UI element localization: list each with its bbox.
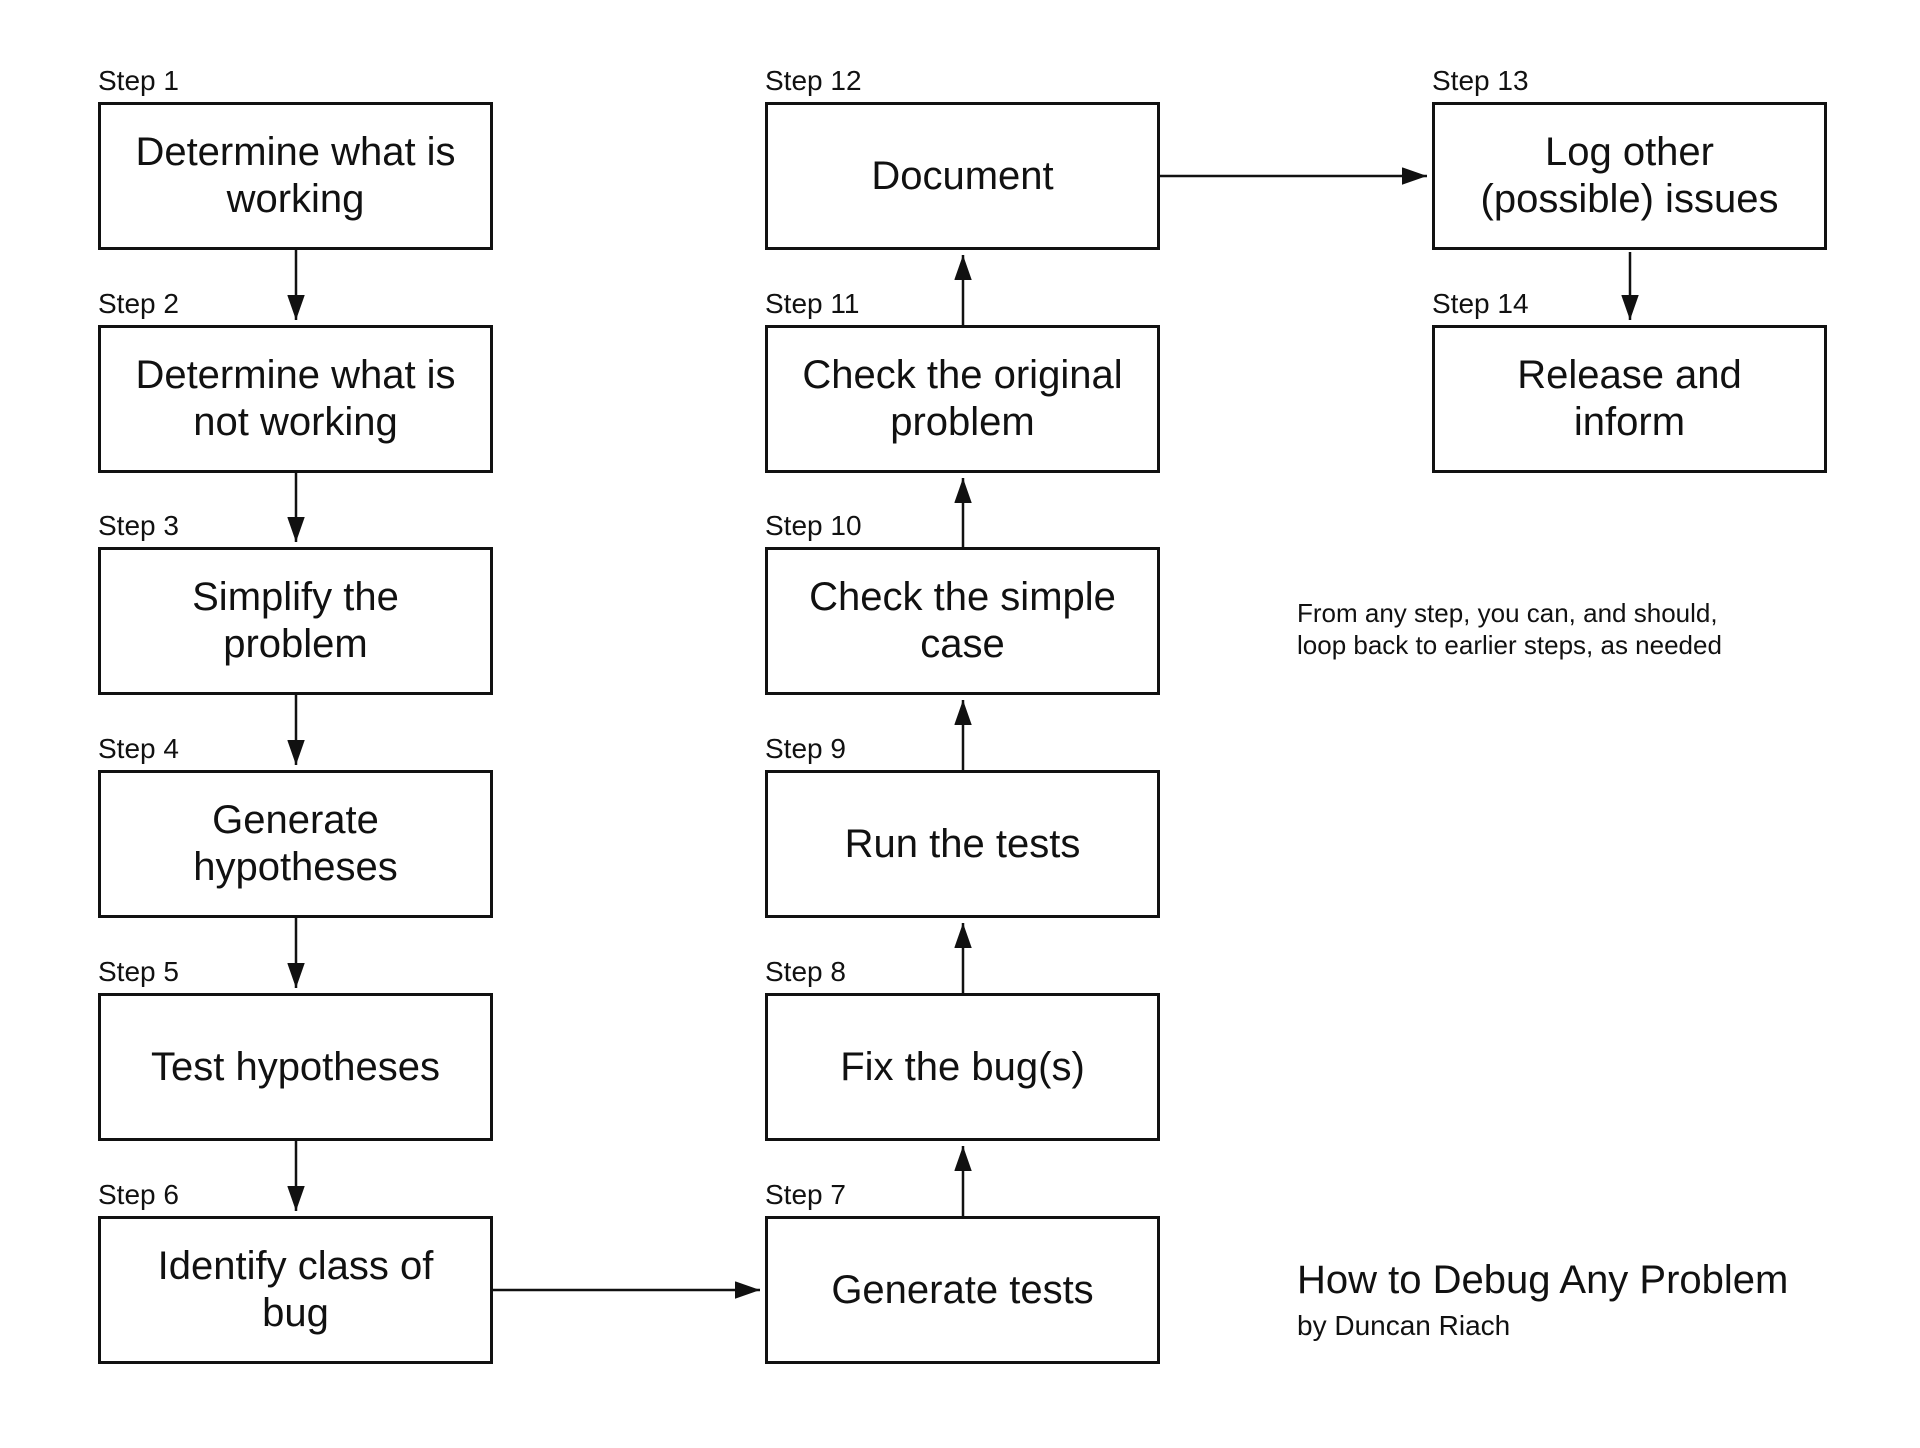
loop-back-note: From any step, you can, and should, loop… <box>1297 598 1722 660</box>
diagram-byline: by Duncan Riach <box>1297 1310 1511 1341</box>
step-12: Step 12 Document <box>765 66 1160 250</box>
step-10-label: Step 10 <box>765 510 862 541</box>
step-9-box: Run the tests <box>765 770 1160 918</box>
step-10-box: Check the simple case <box>765 547 1160 695</box>
step-3-label: Step 3 <box>98 510 179 541</box>
step-2-label: Step 2 <box>98 288 179 319</box>
step-2: Step 2 Determine what is not working <box>98 289 493 473</box>
step-14: Step 14 Release and inform <box>1432 289 1827 473</box>
step-1-box: Determine what is working <box>98 102 493 250</box>
step-11-label: Step 11 <box>765 288 860 319</box>
step-7: Step 7 Generate tests <box>765 1180 1160 1364</box>
step-12-box: Document <box>765 102 1160 250</box>
step-1: Step 1 Determine what is working <box>98 66 493 250</box>
step-8-label: Step 8 <box>765 956 846 987</box>
step-5-box: Test hypotheses <box>98 993 493 1141</box>
step-3-box: Simplify the problem <box>98 547 493 695</box>
step-6-label: Step 6 <box>98 1179 179 1210</box>
step-7-box: Generate tests <box>765 1216 1160 1364</box>
step-4-box: Generate hypotheses <box>98 770 493 918</box>
diagram-title: How to Debug Any Problem <box>1297 1258 1789 1302</box>
step-8: Step 8 Fix the bug(s) <box>765 957 1160 1141</box>
step-2-box: Determine what is not working <box>98 325 493 473</box>
step-9: Step 9 Run the tests <box>765 734 1160 918</box>
step-8-box: Fix the bug(s) <box>765 993 1160 1141</box>
step-4: Step 4 Generate hypotheses <box>98 734 493 918</box>
step-1-label: Step 1 <box>98 65 179 96</box>
title-block: How to Debug Any Problem by Duncan Riach <box>1297 1257 1788 1343</box>
step-10: Step 10 Check the simple case <box>765 511 1160 695</box>
step-14-box: Release and inform <box>1432 325 1827 473</box>
step-3: Step 3 Simplify the problem <box>98 511 493 695</box>
step-9-label: Step 9 <box>765 733 846 764</box>
step-12-label: Step 12 <box>765 65 862 96</box>
step-6: Step 6 Identify class of bug <box>98 1180 493 1364</box>
step-13-box: Log other (possible) issues <box>1432 102 1827 250</box>
step-13-label: Step 13 <box>1432 65 1529 96</box>
step-5-label: Step 5 <box>98 956 179 987</box>
step-13: Step 13 Log other (possible) issues <box>1432 66 1827 250</box>
step-11: Step 11 Check the original problem <box>765 289 1160 473</box>
step-5: Step 5 Test hypotheses <box>98 957 493 1141</box>
step-6-box: Identify class of bug <box>98 1216 493 1364</box>
step-14-label: Step 14 <box>1432 288 1529 319</box>
step-11-box: Check the original problem <box>765 325 1160 473</box>
step-7-label: Step 7 <box>765 1179 846 1210</box>
step-4-label: Step 4 <box>98 733 179 764</box>
